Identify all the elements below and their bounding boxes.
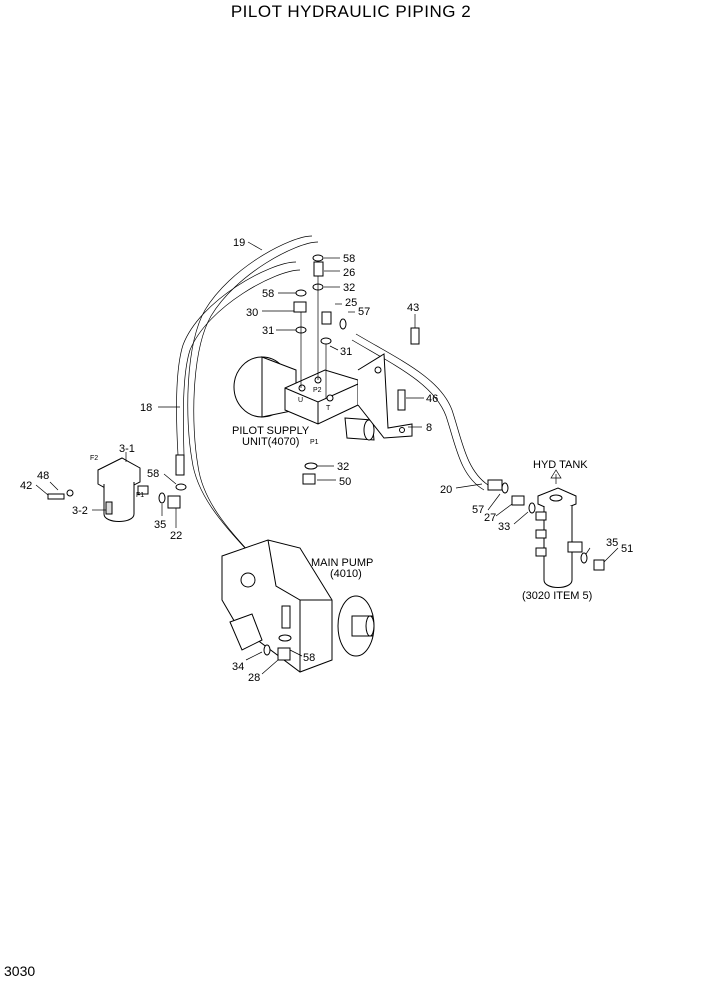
callout-3-1: 3-1 (119, 443, 135, 455)
pilot-supply-unit: U P2 T P1 (233, 353, 413, 446)
port-f2-label: F2 (90, 455, 98, 462)
port-p2-label: P2 (313, 387, 322, 394)
callout-25: 25 (345, 297, 357, 309)
hyd-tank-label: HYD TANK (533, 459, 588, 471)
port-f1-label: F1 (136, 492, 144, 499)
callout-32: 32 (343, 282, 355, 294)
callout-20: 20 (440, 484, 452, 496)
leader-lines (35, 241, 619, 675)
line-filter: F2 F1 (47, 454, 187, 522)
port-u-label: U (298, 397, 303, 404)
hose-18 (176, 261, 301, 456)
callout-31: 31 (262, 325, 274, 337)
main-pump-label-line2: (4010) (330, 568, 362, 580)
callout-48: 48 (37, 470, 49, 482)
callout-34: 34 (232, 661, 244, 673)
callout-58: 58 (303, 652, 315, 664)
callout-57: 57 (472, 504, 484, 516)
tank-reference-label: (3020 ITEM 5) (522, 590, 592, 602)
pilot-supply-label-line1: PILOT SUPPLY (232, 425, 310, 437)
callout-22: 22 (170, 530, 182, 542)
hyd-tank-port (487, 469, 605, 588)
callout-58: 58 (147, 468, 159, 480)
callout-50: 50 (339, 476, 351, 488)
callout-42: 42 (20, 480, 32, 492)
port-p1-label: P1 (310, 439, 319, 446)
pilot-supply-label-line2: UNIT(4070) (242, 436, 299, 448)
fittings-pump (263, 605, 292, 661)
callout-35: 35 (154, 519, 166, 531)
page-number: 3030 (4, 963, 36, 979)
callout-58: 58 (262, 288, 274, 300)
main-pump (221, 539, 375, 673)
callout-32: 32 (337, 461, 349, 473)
callouts: 19 58 26 32 58 25 57 30 31 43 31 18 46 8… (20, 237, 633, 684)
callout-51: 51 (621, 543, 633, 555)
page-title: PILOT HYDRAULIC PIPING 2 (230, 2, 472, 21)
callout-18: 18 (140, 402, 152, 414)
main-pump-label-line1: MAIN PUMP (311, 557, 373, 569)
hose-20 (351, 333, 489, 491)
callout-31: 31 (340, 346, 352, 358)
callout-57: 57 (358, 306, 370, 318)
component-labels: PILOT SUPPLY UNIT(4070) MAIN PUMP (4010)… (232, 425, 592, 602)
callout-27: 27 (484, 512, 496, 524)
callout-58: 58 (343, 253, 355, 265)
callout-26: 26 (343, 267, 355, 279)
callout-28: 28 (248, 672, 260, 684)
callout-46: 46 (426, 393, 438, 405)
fittings-unit (293, 254, 420, 485)
callout-30: 30 (246, 307, 258, 319)
callout-3-2: 3-2 (72, 505, 88, 517)
callout-19: 19 (233, 237, 245, 249)
port-t-label: T (326, 405, 331, 412)
callout-35: 35 (606, 537, 618, 549)
callout-43: 43 (407, 302, 419, 314)
callout-33: 33 (498, 521, 510, 533)
callout-8: 8 (426, 422, 432, 434)
